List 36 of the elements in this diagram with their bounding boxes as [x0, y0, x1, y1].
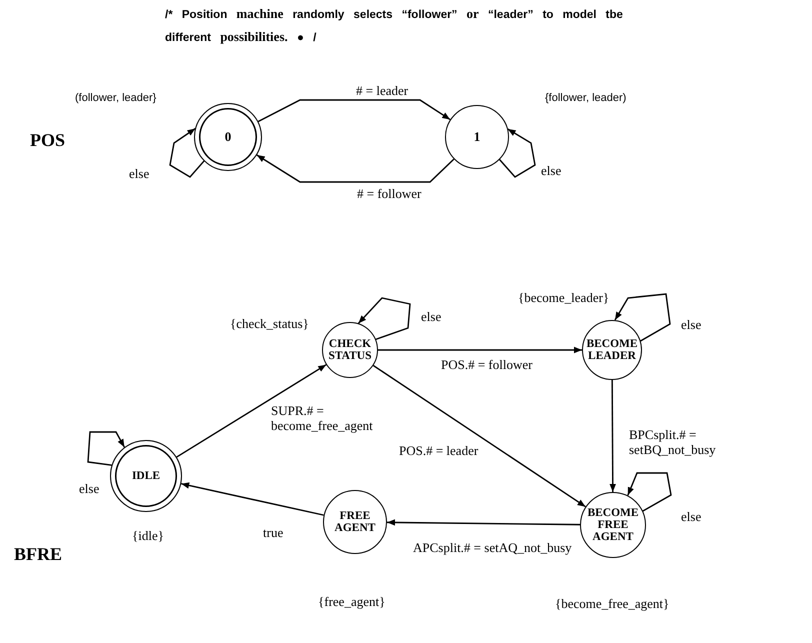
state-name: CHECK STATUS	[327, 338, 373, 362]
state-name: BECOME LEADER	[585, 338, 639, 362]
state-name: 1	[474, 130, 480, 144]
transition-arrow	[256, 154, 454, 183]
self-loop-arrow	[87, 431, 126, 466]
machine-name: BFRE	[14, 544, 62, 565]
self-loop-arrow	[627, 472, 672, 512]
self-loop-arrow	[358, 297, 411, 340]
state-output-label: {idle}	[132, 528, 164, 544]
state-name: BECOME FREE AGENT	[586, 506, 640, 544]
edge-label: APCsplit.# = setAQ_not_busy	[412, 541, 573, 556]
transition-arrow	[176, 364, 327, 458]
state-output-label: {become_free_agent}	[555, 596, 670, 612]
transition-arrow	[378, 346, 582, 354]
state-output-label: (follower, leader}	[75, 92, 156, 104]
state-circle	[580, 492, 646, 558]
self-loop-arrow	[614, 293, 671, 342]
transition-arrow	[610, 380, 616, 492]
state-name: IDLE	[132, 470, 160, 482]
comment-text: /* Position machine randomly selects “follower” or “leader” to model tbe different possibilities. ● /	[165, 5, 624, 46]
state-name: FREE AGENT	[334, 510, 376, 534]
self-loop-arrow	[498, 128, 536, 178]
state-output-label: {become_leader}	[518, 290, 610, 306]
state-circle	[322, 322, 378, 378]
state-output-label: {follower, leader)	[545, 92, 626, 104]
transition-arrow	[387, 519, 580, 526]
state-circle	[194, 103, 262, 171]
transition-arrow	[181, 482, 324, 516]
state-name: 0	[224, 130, 232, 144]
state-output-label: {check_status}	[230, 316, 309, 332]
self-loop-arrow	[169, 128, 205, 178]
state-output-label: {free_agent}	[318, 594, 386, 610]
transition-arrow	[258, 99, 451, 122]
transition-arrow	[372, 364, 586, 508]
state-circle	[445, 105, 509, 169]
machine-name: POS	[30, 130, 66, 151]
